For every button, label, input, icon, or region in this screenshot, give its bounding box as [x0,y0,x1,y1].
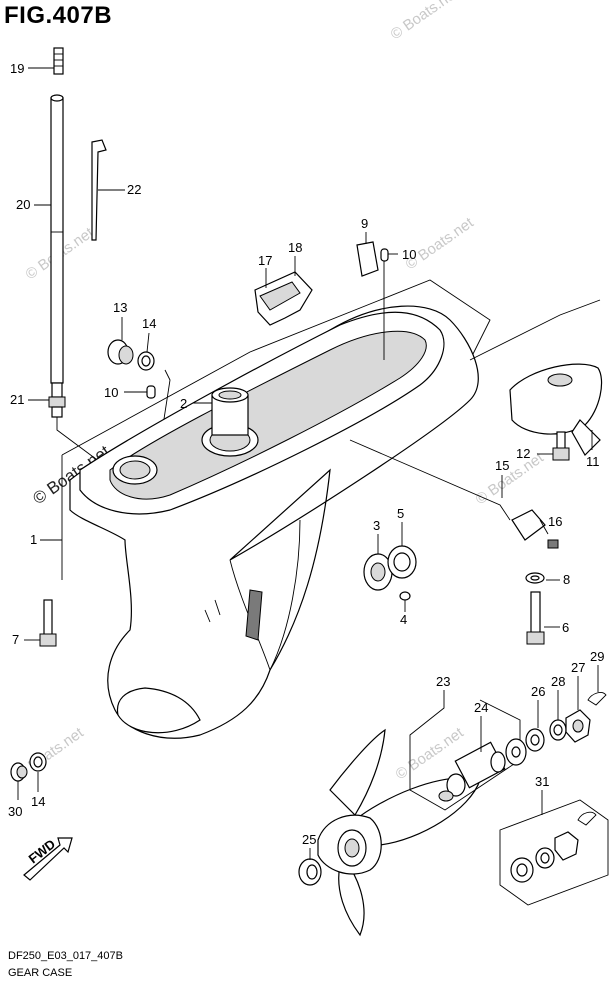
callout-1: 1 [30,532,37,547]
part-3-bearing [363,534,393,591]
callout-14-upper: 14 [142,316,156,331]
part-25-thrust-washer [298,848,322,886]
callout-5: 5 [397,506,404,521]
callout-19: 19 [10,61,24,76]
callout-3: 3 [373,518,380,533]
callout-27: 27 [571,660,585,675]
callout-8: 8 [563,572,570,587]
figure-title: FIG.407B [4,2,113,29]
part-27-nut [565,676,591,743]
callout-21: 21 [10,392,24,407]
callout-24: 24 [474,700,488,715]
part-12-bolt [537,431,570,461]
part-28-washer [549,690,567,741]
callout-28: 28 [551,674,565,689]
part-15-anode [501,475,546,541]
callout-30: 30 [8,804,22,819]
assembly-outline [61,279,491,456]
part-14-washer-lower [29,752,47,792]
callout-13: 13 [113,300,127,315]
part-8-washer [525,572,560,584]
callout-22: 22 [127,182,141,197]
callout-2: 2 [180,396,187,411]
part-26-washer [525,700,545,752]
callout-6: 6 [562,620,569,635]
part-11-trim-tab [509,363,603,456]
callout-25: 25 [302,832,316,847]
part-30-plug [10,762,28,800]
part-20-shift-rod [34,94,64,384]
part-16-bolt [539,519,559,549]
callout-31: 31 [535,774,549,789]
figure-caption: GEAR CASE [8,967,73,979]
part-22-clip [91,139,125,241]
callout-9: 9 [361,216,368,231]
callout-29: 29 [590,649,604,664]
callout-11: 11 [586,454,600,469]
callout-12: 12 [516,446,530,461]
part-23-bracket [409,690,521,811]
part-7-bolt [24,599,57,647]
watermark: © Boats.net [388,0,463,43]
callout-7: 7 [12,632,19,647]
callout-17: 17 [258,253,272,268]
part-31-kit [499,790,609,906]
part-17-18-anode [254,256,313,326]
watermark: © Boats.net [473,449,548,508]
part-24-bushing [438,716,506,802]
callout-26: 26 [531,684,545,699]
callout-18: 18 [288,240,302,255]
part-6-bolt [526,591,560,645]
callout-4: 4 [400,612,407,627]
callout-16: 16 [548,514,562,529]
part-5-seal [387,522,417,579]
model-code: DF250_E03_017_407B [8,950,123,962]
part-29-cotter-pin [587,665,607,706]
callout-20: 20 [16,197,30,212]
part-13-plug [107,317,134,365]
fwd-arrow: FWD [23,836,73,881]
part-10-pin-left [124,385,156,399]
callout-15: 15 [495,458,509,473]
callout-14-lower: 14 [31,794,45,809]
callout-10-right: 10 [402,247,416,262]
part-1-gear-case [40,305,479,739]
part-4-pin [399,591,411,612]
part-21-rod-end [28,382,101,463]
part-10-pin-right [380,248,398,360]
part-2-seal [193,387,249,436]
callout-10-left: 10 [104,385,118,400]
part-14-washer [137,332,155,371]
part-19-plug [28,47,64,75]
watermark: © Boats.net [403,214,478,273]
callout-23: 23 [436,674,450,689]
part-9-cap [356,232,379,277]
part-washer-24b [505,738,527,766]
